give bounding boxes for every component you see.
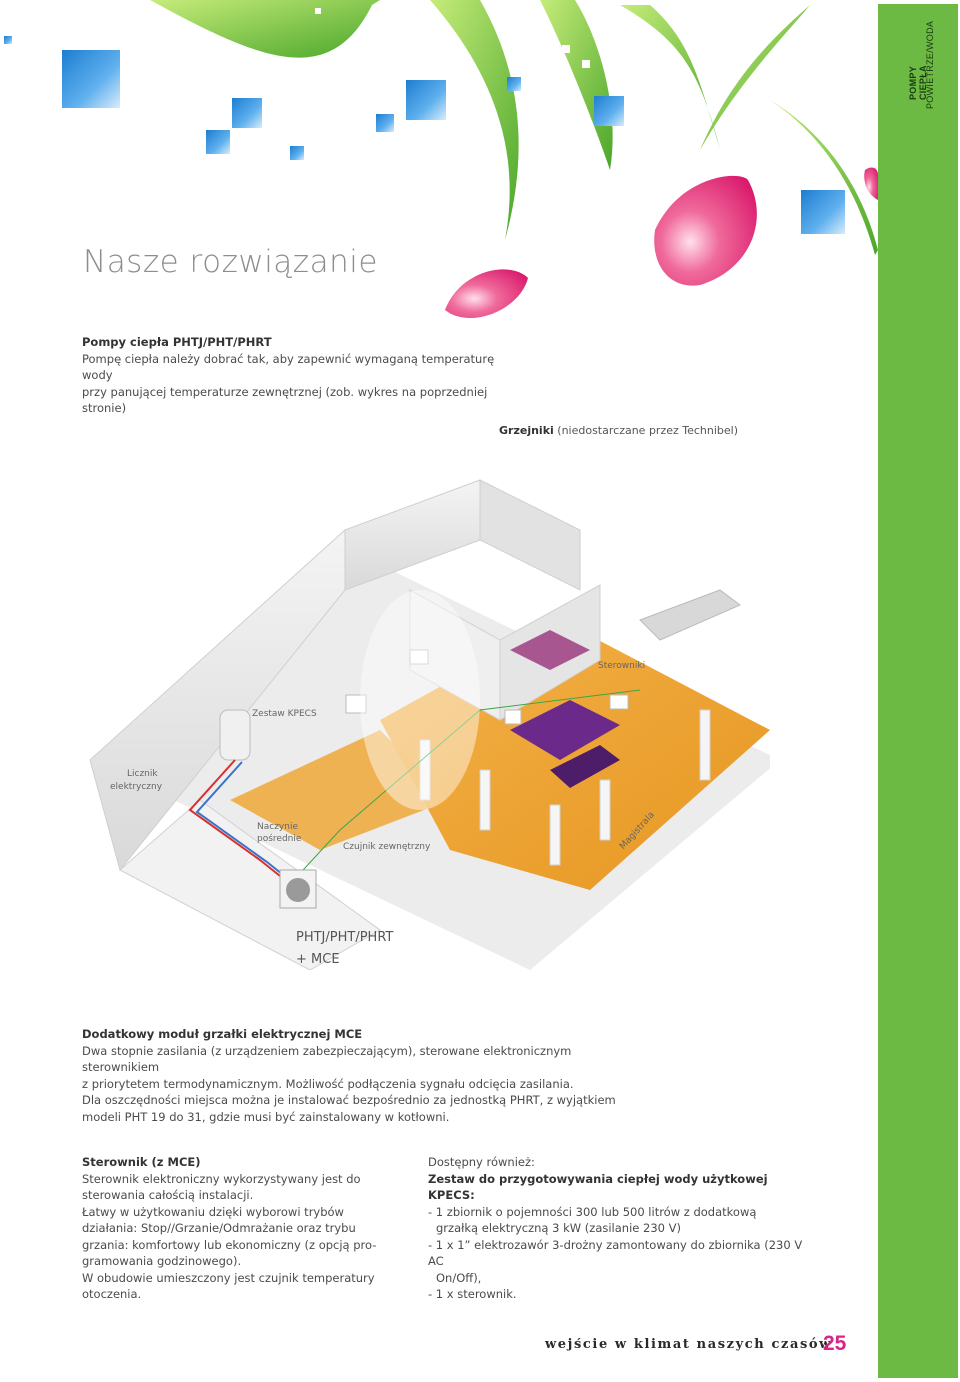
decor-sky-square: [232, 98, 262, 128]
kpecs-line: - 1 x 1” elektrozawór 3-drożny zamontowa…: [428, 1237, 803, 1269]
petal-small: [445, 269, 528, 319]
mce-section: Dodatkowy moduł grzałki elektrycznej MCE…: [82, 1026, 642, 1125]
petal-right: [864, 167, 878, 200]
controller-line: działania: Stop//Grzanie/Odmrażanie oraz…: [82, 1221, 356, 1235]
label-kpecs-kit: Zestaw KPECS: [252, 709, 317, 719]
outdoor-unit-fan: [286, 878, 310, 902]
controller-line: otoczenia.: [82, 1287, 142, 1301]
air-glow: [360, 590, 480, 810]
wall-left: [89, 528, 346, 872]
decor-square: [4, 36, 12, 44]
mce-heading: Dodatkowy moduł grzałki elektrycznej MCE: [82, 1027, 363, 1041]
mce-line: Dwa stopnie zasilania (z urządzeniem zab…: [82, 1043, 572, 1075]
label-outdoor-sensor: Czujnik zewnętrzny: [343, 842, 431, 852]
radiators-note: (niedostarczane przez Technibel): [557, 424, 739, 437]
decor-white-square: [582, 60, 590, 68]
mce-line: z priorytetem termodynamicznym. Możliwoś…: [82, 1076, 574, 1091]
controller-line: Sterownik elektroniczny wykorzystywany j…: [82, 1171, 361, 1186]
decor-sky-square: [507, 77, 521, 91]
sidebar-label-air-water: POWIETRZE/WODA: [925, 20, 935, 109]
kpecs-line: - 1 zbiornik o pojemności 300 lub 500 li…: [428, 1204, 757, 1219]
page-number: 25: [823, 1332, 847, 1355]
controller-line: sterowania całością instalacji.: [82, 1188, 254, 1202]
intro-section: Pompy ciepła PHTJ/PHT/PHRT Pompę ciepła …: [82, 334, 512, 417]
wall-front: [119, 799, 381, 970]
radiator: [504, 709, 522, 725]
model-line: + MCE: [296, 952, 340, 967]
label-vessel-1: Naczynie: [257, 822, 298, 832]
controller-line: Łatwy w użytkowaniu dzięki wyborowi tryb…: [82, 1204, 344, 1219]
kpecs-heading: Zestaw do przygotowywania ciepłej wody u…: [428, 1171, 768, 1203]
floor-orange-left: [230, 730, 450, 850]
leaf-5: [700, 5, 810, 150]
also-available-section: Dostępny również: Zestaw do przygotowywa…: [428, 1154, 808, 1303]
decor-sky-square: [62, 50, 120, 108]
also-available-intro: Dostępny również:: [428, 1155, 535, 1169]
water-tank: [219, 709, 251, 761]
decor-sky-square: [376, 114, 394, 132]
column: [599, 779, 611, 841]
mce-line: Dla oszczędności miejsca można je instal…: [82, 1093, 616, 1107]
model-caption: PHTJ/PHT/PHRT + MCE: [296, 927, 393, 971]
decor-sky-square: [594, 96, 624, 126]
controller-line: W obudowie umieszczony jest czujnik temp…: [82, 1270, 375, 1285]
intro-line: przy panującej temperaturze zewnętrznej …: [82, 384, 488, 416]
column: [699, 709, 711, 781]
radiators-caption: Grzejniki (niedostarczane przez Technibe…: [499, 423, 738, 440]
petal-large: [654, 175, 757, 286]
kitchen-counter: [639, 589, 741, 641]
model-line: PHTJ/PHT/PHRT: [296, 930, 394, 945]
pipe-hot: [188, 759, 286, 881]
footer-tagline: wejście w klimat naszych czasów: [545, 1337, 832, 1352]
decor-sky-square: [801, 190, 845, 234]
decor-sky-square: [406, 80, 446, 120]
controller-line: grzania: komfortowy lub ekonomiczny (z o…: [82, 1237, 377, 1252]
decor-white-square: [562, 45, 570, 53]
page-title: Nasze rozwiązanie: [83, 244, 378, 280]
sofa: [510, 700, 620, 760]
radiator: [345, 694, 367, 714]
decorative-header-graphic: [150, 0, 878, 319]
label-meter-1: Licznik: [127, 769, 158, 779]
leaf-3: [540, 0, 613, 170]
kpecs-line: On/Off),: [436, 1270, 482, 1285]
controller-section: Sterownik (z MCE) Sterownik elektroniczn…: [82, 1154, 382, 1303]
label-controllers: Sterowniki: [598, 661, 646, 671]
leaf-4: [620, 5, 720, 150]
column: [549, 804, 561, 866]
decor-sky-square: [206, 130, 230, 154]
controller-heading: Sterownik (z MCE): [82, 1155, 201, 1169]
mce-line: modeli PHT 19 do 31, gdzie musi być zain…: [82, 1109, 450, 1124]
bus-line: [291, 689, 641, 883]
controller-line: gramowania godzinowego).: [82, 1254, 242, 1268]
radiator: [609, 694, 629, 710]
kpecs-line: grzałką elektryczną 3 kW (zasilanie 230 …: [436, 1221, 681, 1235]
leaf-2: [430, 0, 519, 240]
label-meter-2: elektryczny: [110, 782, 163, 792]
column: [419, 739, 431, 801]
decor-sky-square: [290, 146, 304, 160]
house-installation-diagram: [89, 479, 770, 970]
decor-white-square: [315, 8, 321, 14]
kpecs-line: - 1 x sterownik.: [428, 1287, 517, 1301]
bed: [510, 630, 590, 670]
label-vessel-2: pośrednie: [257, 834, 302, 844]
radiator: [409, 649, 429, 665]
wall-back-left: [344, 479, 481, 591]
sidebar-band: [878, 4, 958, 1378]
column: [479, 769, 491, 831]
wall-back: [479, 479, 581, 591]
radiators-bold: Grzejniki: [499, 424, 554, 437]
intro-line: Pompę ciepła należy dobrać tak, aby zape…: [82, 351, 495, 383]
intro-heading: Pompy ciepła PHTJ/PHT/PHRT: [82, 335, 272, 349]
sofa-2: [550, 745, 620, 788]
leaf-1: [150, 0, 380, 58]
